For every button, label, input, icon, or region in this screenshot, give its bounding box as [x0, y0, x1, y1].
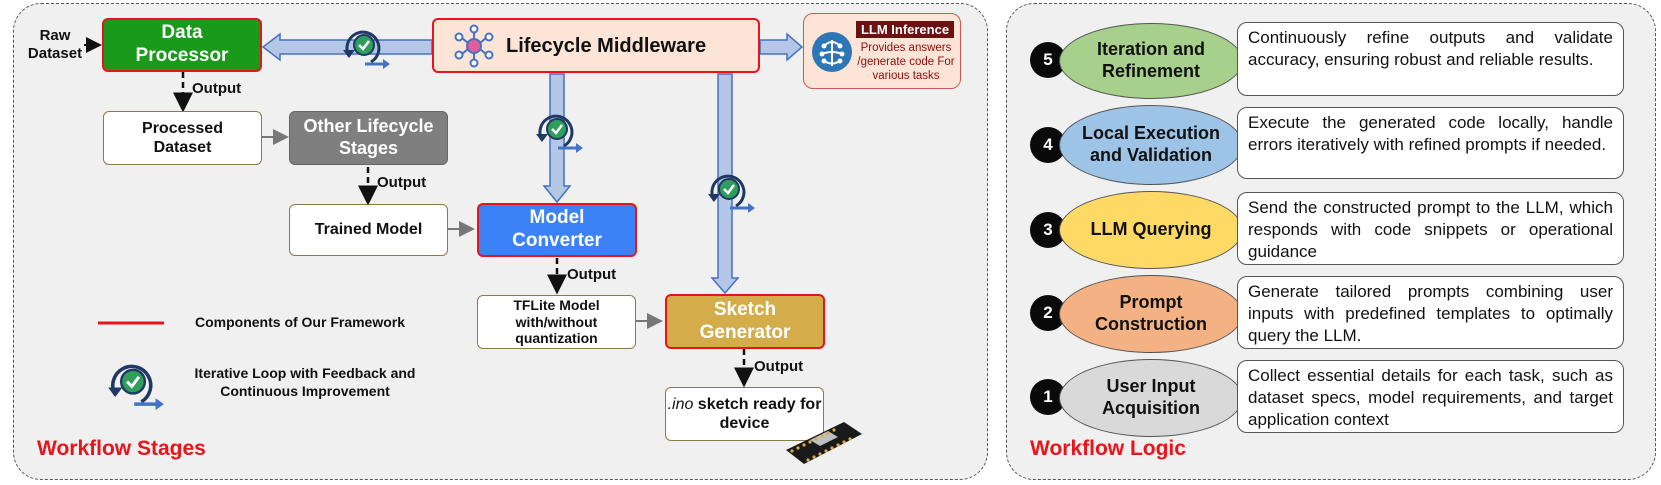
step-description: Execute the generated code locally, hand… [1237, 107, 1624, 179]
step-label: Local Execution and Validation [1081, 123, 1221, 165]
step-user-input-acquisition[interactable]: User Input Acquisition [1059, 359, 1243, 437]
lifecycle-middleware-box[interactable]: Lifecycle Middleware [432, 18, 760, 73]
step-iteration-refinement[interactable]: Iteration and Refinement [1059, 23, 1243, 99]
step-description: Collect essential details for each task,… [1237, 360, 1624, 433]
sketch-generator-label: Sketch Generator [699, 298, 791, 343]
ino-extension-label: .ino [667, 396, 694, 413]
lifecycle-middleware-label: Lifecycle Middleware [506, 34, 707, 57]
middleware-to-llm-arrow [759, 32, 804, 62]
llm-inference-title: LLM Inference [856, 21, 954, 38]
neural-network-icon [454, 24, 494, 67]
processed-dataset-label: Processed Dataset [142, 119, 223, 156]
output-label: Output [754, 358, 804, 375]
output-label: Output [567, 266, 617, 283]
step-label: Prompt Construction [1095, 292, 1207, 334]
model-converter-box[interactable]: Model Converter [477, 203, 637, 257]
iterative-loop-icon [536, 114, 583, 153]
model-converter-label: Model Converter [512, 207, 602, 251]
legend-components-text: Components of Our Framework [195, 314, 406, 330]
ino-sketch-label: sketch ready for device [693, 396, 822, 433]
step-description: Generate tailored prompts combining user… [1237, 276, 1624, 349]
llm-inference-box[interactable]: LLM Inference Provides answers /generate… [803, 13, 961, 89]
tflite-model-label: TFLite Model with/without quantization [513, 296, 600, 347]
tflite-model-box[interactable]: TFLite Model with/without quantization [477, 295, 636, 349]
step-description: Send the constructed prompt to the LLM, … [1237, 192, 1624, 265]
workflow-logic-title: Workflow Logic [1030, 437, 1186, 460]
output-label: Output [192, 80, 242, 97]
output-label: Output [377, 174, 427, 191]
trained-model-label: Trained Model [314, 221, 423, 239]
workflow-stages-title: Workflow Stages [37, 437, 206, 460]
brain-icon [812, 32, 852, 72]
step-label: LLM Querying [1090, 219, 1212, 240]
sketch-generator-box[interactable]: Sketch Generator [665, 294, 825, 349]
step-local-execution-validation[interactable]: Local Execution and Validation [1059, 105, 1243, 185]
step-label: Iteration and Refinement [1096, 39, 1205, 81]
step-label: User Input Acquisition [1102, 376, 1200, 418]
legend-loop-icon [108, 364, 164, 411]
microcontroller-board-icon [786, 422, 862, 464]
other-lifecycle-stages-label: Other Lifecycle Stages [303, 116, 434, 158]
data-processor-box[interactable]: Data Processor [102, 18, 262, 72]
iterative-loop-icon [708, 174, 755, 213]
step-llm-querying[interactable]: LLM Querying [1059, 191, 1243, 269]
legend-loop-text: Iterative Loop with Feedback and Continu… [194, 365, 416, 400]
raw-dataset-label: Raw Dataset [27, 27, 83, 62]
ino-sketch-box[interactable]: .ino sketch ready for device [665, 387, 824, 441]
processed-dataset-box[interactable]: Processed Dataset [103, 111, 262, 165]
llm-inference-text: Provides answers /generate code For vari… [857, 42, 955, 82]
data-processor-label: Data Processor [135, 22, 229, 66]
step-description: Continuously refine outputs and validate… [1237, 22, 1624, 96]
step-prompt-construction[interactable]: Prompt Construction [1059, 275, 1243, 353]
trained-model-box[interactable]: Trained Model [289, 204, 448, 256]
other-lifecycle-stages-box[interactable]: Other Lifecycle Stages [289, 111, 448, 165]
iterative-loop-icon [343, 30, 390, 69]
